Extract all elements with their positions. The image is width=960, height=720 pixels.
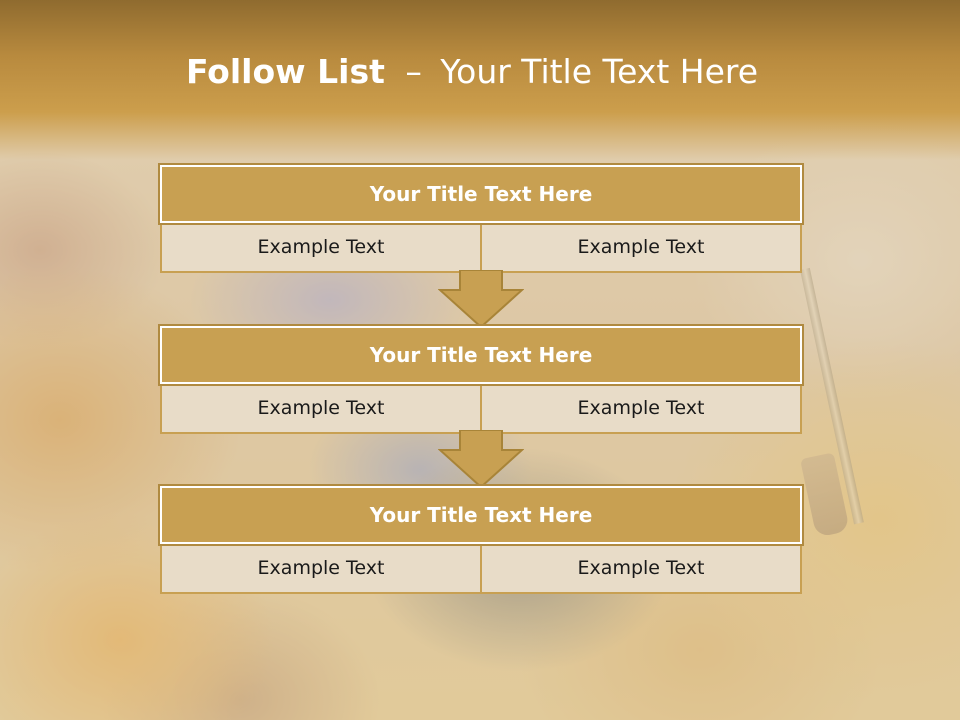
- block-2-left-cell: Example Text: [160, 384, 480, 434]
- block-3-left-cell: Example Text: [160, 544, 480, 594]
- slide-title-rest: Your Title Text Here: [440, 52, 759, 91]
- block-1-left-cell: Example Text: [160, 223, 480, 273]
- flow-block-1: Your Title Text Here Example Text Exampl…: [158, 163, 804, 273]
- slide-title-bold: Follow List: [185, 52, 385, 91]
- block-row-1: Example Text Example Text: [160, 223, 802, 273]
- block-title-3: Your Title Text Here: [158, 484, 804, 546]
- slide-title: Follow List – Your Title Text Here: [0, 52, 944, 91]
- slide-title-separator: –: [405, 52, 422, 91]
- block-title-1: Your Title Text Here: [158, 163, 804, 225]
- block-title-2: Your Title Text Here: [158, 324, 804, 386]
- block-2-right-cell: Example Text: [480, 384, 802, 434]
- block-1-right-cell: Example Text: [480, 223, 802, 273]
- block-3-right-cell: Example Text: [480, 544, 802, 594]
- header-band: [0, 0, 960, 160]
- down-arrow-icon: [438, 270, 524, 328]
- flow-block-2: Your Title Text Here Example Text Exampl…: [158, 324, 804, 434]
- block-row-3: Example Text Example Text: [160, 544, 802, 594]
- block-row-2: Example Text Example Text: [160, 384, 802, 434]
- flow-block-3: Your Title Text Here Example Text Exampl…: [158, 484, 804, 594]
- down-arrow-icon: [438, 430, 524, 488]
